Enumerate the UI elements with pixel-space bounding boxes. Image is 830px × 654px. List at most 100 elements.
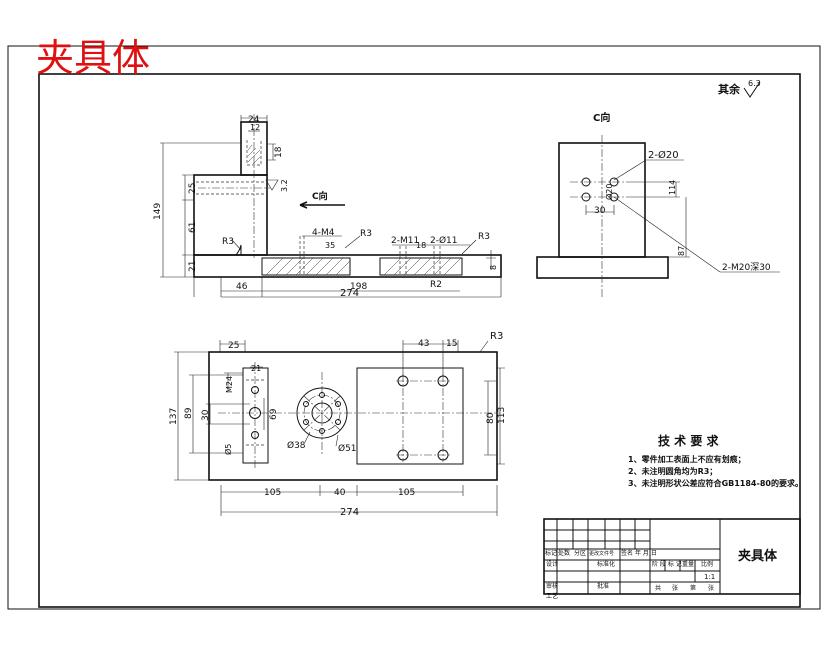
dim-3-2: 3.2 (280, 179, 289, 192)
post-hole-hidden (196, 181, 264, 195)
view-label: C向 (593, 111, 610, 124)
callout-2-m11: 2-M11 (391, 236, 419, 246)
tb-row-date: 年 月 日 (635, 549, 657, 557)
tb-no: 第 (690, 584, 696, 592)
top-dim-m24: M24 (225, 376, 234, 393)
post-hole-top-c (251, 431, 259, 439)
callout-35: 35 (325, 241, 335, 250)
top-dim-105-a: 105 (264, 488, 281, 498)
tb-review: 审核 (546, 582, 558, 590)
dim-198: 198 (350, 282, 367, 292)
top-callout-d38: Ø38 (287, 440, 306, 451)
tech-item-2: 2、未注明圆角均为R3； (628, 466, 717, 477)
tech-requirements: 技 术 要 求 1、零件加工表面上不应有划痕； 2、未注明圆角均为R3； 3、未… (628, 433, 803, 488)
side-dim-87: 87 (677, 246, 686, 256)
tb-row-mark: 标记 (545, 549, 557, 557)
tb-row-zone: 分区 (574, 549, 586, 557)
callout-d20: Ø20 (604, 184, 614, 200)
tb-process: 工艺 (546, 592, 558, 600)
top-dim-21: 21 (251, 364, 261, 373)
flange-bolts (303, 392, 341, 434)
top-dim-d5: Ø5 (223, 444, 233, 455)
base-section-right (379, 257, 463, 276)
top-callout-d51: Ø51 (338, 443, 357, 454)
callout-2-d11: 2-Ø11 (430, 235, 458, 246)
tb-design: 设计 (546, 560, 558, 568)
top-post-block (242, 367, 269, 464)
base-plate (193, 254, 502, 278)
side-dim-30: 30 (594, 206, 606, 216)
dim-8: 8 (489, 265, 498, 270)
dim-274-front: 274 (340, 288, 359, 299)
roughness-symbol (743, 81, 761, 98)
side-dim-114: 114 (668, 180, 677, 195)
top-dim-30: 30 (201, 409, 211, 421)
front-dimensions (160, 115, 502, 298)
tb-weight: 重量 (682, 560, 694, 568)
front-view: 24 12 18 25 3.2 61 149 21 46 198 274 8 R… (153, 114, 502, 299)
dim-149: 149 (153, 203, 163, 220)
dim-46: 46 (236, 282, 248, 292)
post-fillet (235, 244, 242, 256)
callout-r3-c: R3 (478, 232, 490, 242)
top-dim-274: 274 (340, 507, 359, 518)
dim-24: 24 (248, 115, 260, 125)
callout-2-d20: 2-Ø20 (648, 149, 679, 161)
post-hole-top-b (249, 407, 261, 419)
top-dim-43: 43 (418, 339, 429, 349)
side-hole-b (581, 192, 591, 202)
dim-25: 25 (188, 183, 198, 194)
top-dim-137: 137 (169, 408, 179, 425)
front-holes (299, 236, 441, 276)
tb-approve: 批准 (597, 582, 609, 590)
side-base (536, 256, 669, 279)
slot (246, 140, 262, 166)
tech-item-3: 3、未注明形状公差应符合GB1184-80的要求。 (628, 478, 803, 488)
top-dim-40: 40 (334, 488, 346, 498)
tb-row-change: 更改文件号 (589, 550, 614, 557)
callout-2-m20: 2-M20深30 (722, 262, 771, 273)
inner-frame (38, 73, 801, 608)
tech-title: 技 术 要 求 (658, 433, 720, 448)
top-dim-105-b: 105 (398, 488, 415, 498)
tb-total: 共 (655, 584, 661, 592)
side-hole-a (581, 177, 591, 187)
top-right-block (356, 367, 464, 465)
top-dim-25: 25 (228, 341, 239, 351)
top-callout-r3: R3 (490, 331, 503, 342)
title-block: 夹具体 1:1 标记 处数 分区 更改文件号 签名 年 月 日 设计 标准化 审… (543, 518, 801, 600)
dim-12: 12 (250, 123, 260, 132)
slot-hatch (247, 144, 261, 165)
tb-sheet-a: 张 (672, 584, 678, 592)
dim-61: 61 (188, 222, 198, 233)
section-hatching (265, 257, 462, 276)
top-dim-15: 15 (446, 339, 457, 349)
roughness-value: 6.3 (748, 79, 761, 88)
flange-bolt-circle (303, 394, 341, 432)
top-dim-80: 80 (486, 412, 496, 424)
top-view: 25 21 M24 30 89 137 69 Ø5 43 15 80 113 1… (169, 331, 507, 518)
side-hole-d (609, 192, 619, 202)
watermark-title: 夹具体 (36, 36, 150, 80)
tb-ratio: 比例 (701, 560, 713, 568)
base-section-left (261, 257, 351, 276)
tb-sheet-b: 张 (708, 584, 714, 592)
title-block-name: 夹具体 (738, 548, 778, 564)
roughness-mark-front (265, 179, 279, 191)
flange-bore (311, 402, 333, 424)
callout-4-m4: 4-M4 (312, 228, 335, 238)
post-hole-top-a (251, 386, 259, 394)
callout-r3-a: R3 (222, 237, 234, 247)
dim-21: 21 (188, 261, 198, 272)
top-dim-69: 69 (269, 408, 279, 420)
tb-standard: 标准化 (597, 560, 615, 568)
c-direction-arrow (299, 201, 345, 209)
top-dimensions (174, 340, 505, 516)
title-block-scale: 1:1 (704, 573, 715, 581)
tb-row-count: 处数 (558, 549, 570, 557)
side-view: C向 30 114 87 2-Ø20 Ø20 2-M20深30 (536, 111, 780, 298)
flange-outer (296, 387, 348, 439)
callout-r3-b: R3 (360, 229, 372, 239)
outer-border (7, 45, 821, 610)
